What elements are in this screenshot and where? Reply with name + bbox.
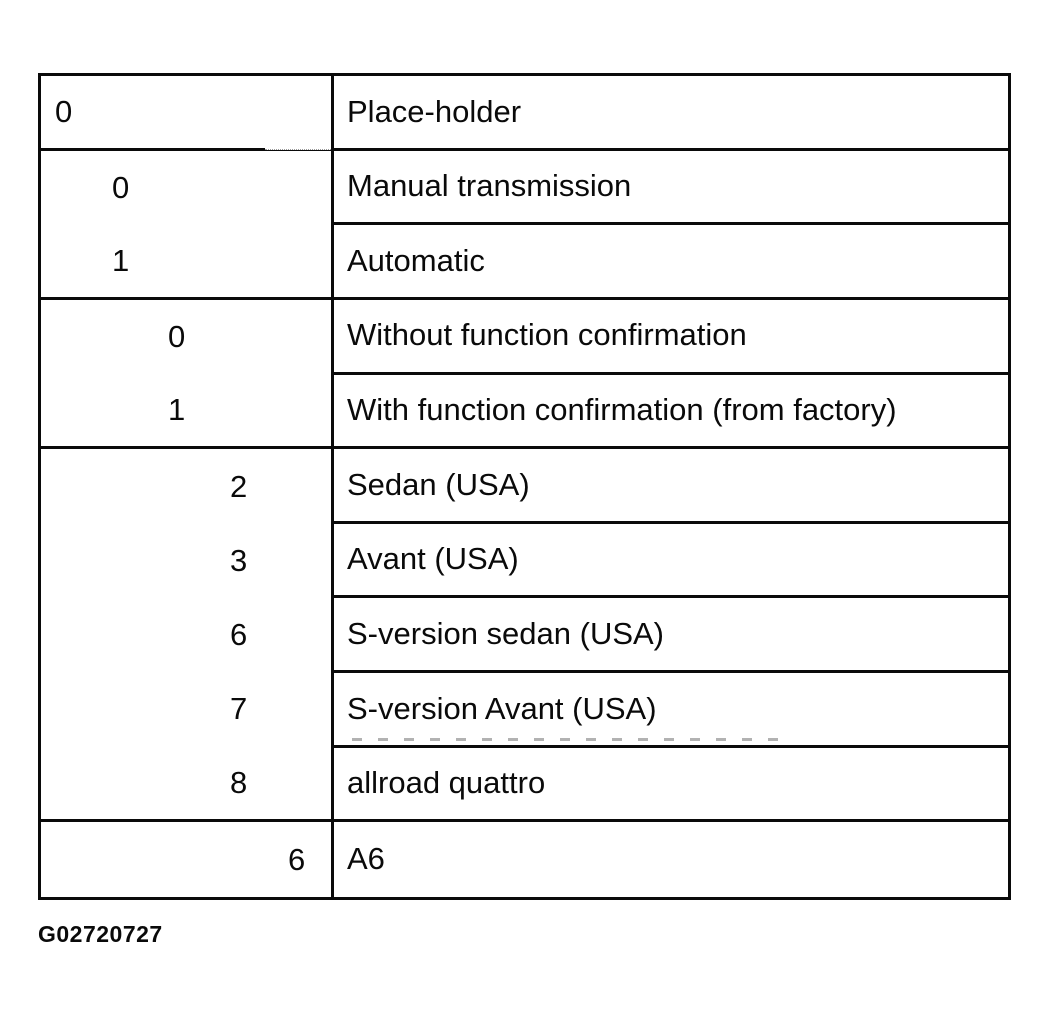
description-cell: Without function confirmation <box>334 300 1008 375</box>
description-cell: With function confirmation (from factory… <box>334 375 1008 450</box>
digit-line: 0 <box>41 151 331 224</box>
digit-group-cell: 0 <box>41 76 334 151</box>
digit-line: 0 <box>41 76 331 148</box>
digit-value: 0 <box>55 94 73 130</box>
digit-value: 0 <box>112 169 130 205</box>
description-cell: S-version sedan (USA) <box>334 598 1008 674</box>
description-cell: Sedan (USA) <box>334 449 1008 524</box>
digit-line: 1 <box>41 224 331 297</box>
digit-value: 1 <box>112 242 130 278</box>
description-label: With function confirmation (from factory… <box>347 392 897 428</box>
description-label: Automatic <box>347 242 485 278</box>
digit-line: 1 <box>41 373 331 446</box>
digit-line: 2 <box>41 449 331 523</box>
description-cell: allroad quattro <box>334 748 1008 823</box>
description-label: allroad quattro <box>347 765 546 801</box>
description-cell: Avant (USA) <box>334 524 1008 599</box>
digit-group-cell: 6 <box>41 822 334 897</box>
description-label: A6 <box>347 841 385 877</box>
digit-line: 6 <box>41 822 331 897</box>
digit-line: 8 <box>41 745 331 819</box>
digit-value: 0 <box>168 318 186 354</box>
digit-value: 8 <box>230 764 248 800</box>
digit-line: 3 <box>41 523 331 597</box>
figure-id-caption: G02720727 <box>38 921 163 947</box>
description-label: Place-holder <box>347 93 522 129</box>
digit-value: 2 <box>230 468 248 504</box>
description-cell: S-version Avant (USA) <box>334 673 1008 748</box>
digit-line: 6 <box>41 597 331 671</box>
description-label: S-version Avant (USA) <box>347 690 657 726</box>
description-label: Manual transmission <box>347 168 632 204</box>
digit-line: 7 <box>41 671 331 745</box>
scan-artifact <box>265 147 331 150</box>
scan-artifact <box>352 738 792 741</box>
description-cell: Manual transmission <box>334 151 1008 226</box>
digit-value: 1 <box>168 392 186 428</box>
digit-group-cell: 2 3 6 7 8 <box>41 449 334 823</box>
description-label: Without function confirmation <box>347 317 747 353</box>
description-label: S-version sedan (USA) <box>347 615 665 651</box>
digit-value: 6 <box>230 616 248 652</box>
digit-value: 6 <box>288 842 306 878</box>
digit-value: 7 <box>230 690 248 726</box>
description-cell: Automatic <box>334 225 1008 300</box>
description-cell: A6 <box>334 822 1008 897</box>
digit-line: 0 <box>41 300 331 373</box>
description-label: Sedan (USA) <box>347 466 530 502</box>
description-cell: Place-holder <box>334 76 1008 151</box>
description-label: Avant (USA) <box>347 541 519 577</box>
digit-value: 3 <box>230 542 248 578</box>
